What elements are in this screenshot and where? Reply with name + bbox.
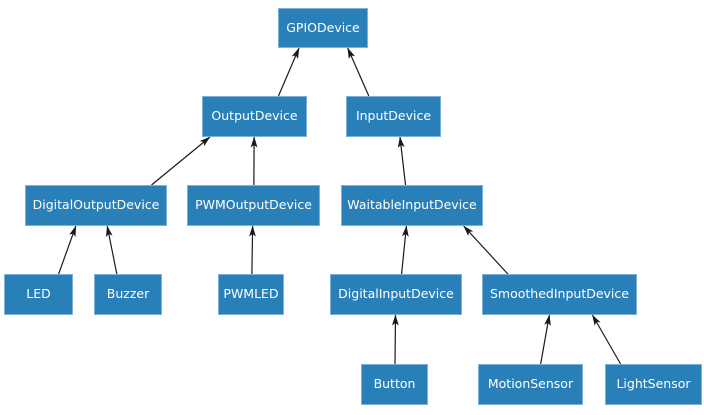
- edge-outputdevice-to-gpiodevice: [277, 47, 300, 97]
- node-label: WaitableInputDevice: [347, 197, 477, 213]
- node-button[interactable]: Button: [361, 364, 428, 405]
- edge-buzzer-to-digitaloutputdevice: [105, 225, 118, 275]
- edge-motionsensor-to-smoothedinputdevice: [540, 314, 551, 365]
- node-label: SmoothedInputDevice: [490, 286, 629, 302]
- edge-digitaloutputdevice-to-outputdevice: [151, 136, 211, 186]
- node-smoothedinputdevice[interactable]: SmoothedInputDevice: [482, 274, 637, 315]
- node-digitaloutputdevice[interactable]: DigitalOutputDevice: [25, 185, 167, 226]
- node-digitalinputdevice[interactable]: DigitalInputDevice: [330, 274, 462, 315]
- node-buzzer[interactable]: Buzzer: [94, 274, 162, 315]
- node-motionsensor[interactable]: MotionSensor: [478, 364, 583, 405]
- node-pwmoutputdevice[interactable]: PWMOutputDevice: [187, 185, 320, 226]
- edge-digitalinputdevice-to-waitableinputdevice: [401, 225, 409, 275]
- edge-waitableinputdevice-to-inputdevice: [397, 136, 407, 186]
- node-label: Button: [373, 376, 416, 392]
- node-label: Buzzer: [106, 286, 150, 302]
- node-label: LightSensor: [616, 376, 691, 392]
- edge-smoothedinputdevice-to-waitableinputdevice: [463, 225, 509, 275]
- node-pwmled[interactable]: PWMLED: [218, 274, 284, 315]
- node-outputdevice[interactable]: OutputDevice: [202, 96, 307, 137]
- edge-inputdevice-to-gpiodevice: [347, 47, 370, 97]
- node-label: DigitalInputDevice: [338, 286, 454, 302]
- node-inputdevice[interactable]: InputDevice: [346, 96, 441, 137]
- node-led[interactable]: LED: [4, 274, 73, 315]
- edge-lightsensor-to-smoothedinputdevice: [591, 314, 622, 365]
- node-label: LED: [26, 286, 51, 302]
- node-gpiodevice[interactable]: GPIODevice: [278, 8, 368, 48]
- node-label: PWMOutputDevice: [195, 197, 312, 213]
- node-label: MotionSensor: [487, 376, 574, 392]
- node-label: OutputDevice: [211, 108, 298, 124]
- node-label: DigitalOutputDevice: [32, 197, 160, 213]
- node-lightsensor[interactable]: LightSensor: [605, 364, 702, 405]
- node-label: InputDevice: [355, 108, 432, 124]
- node-label: PWMLED: [223, 286, 279, 302]
- node-label: GPIODevice: [286, 19, 360, 35]
- node-waitableinputdevice[interactable]: WaitableInputDevice: [341, 185, 483, 226]
- edge-pwmled-to-pwmoutputdevice: [249, 225, 256, 275]
- edge-led-to-digitaloutputdevice: [58, 225, 77, 275]
